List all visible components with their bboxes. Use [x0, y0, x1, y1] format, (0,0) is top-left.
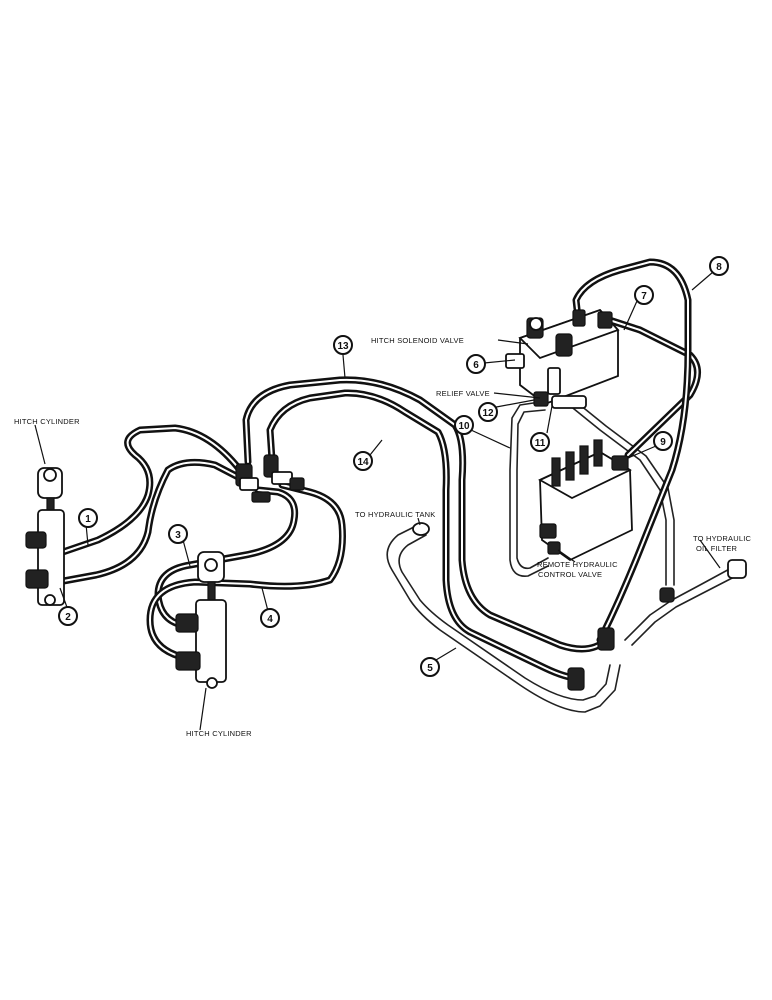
tank-port-fitting [412, 522, 430, 536]
label-to-hydraulic-tank: TO HYDRAULIC TANK [355, 510, 436, 519]
label-relief-valve: RELIEF VALVE [436, 389, 490, 398]
callout-2: 2 [58, 606, 78, 626]
svg-text:3: 3 [175, 530, 181, 541]
remote-control-valve [538, 439, 633, 562]
hose-13 [242, 376, 610, 653]
callout-6: 6 [466, 354, 486, 374]
svg-text:13: 13 [337, 341, 349, 352]
label-remote-control-valve-2: CONTROL VALVE [538, 570, 602, 579]
oil-filter-fitting [727, 559, 747, 579]
callout-9: 9 [653, 431, 673, 451]
svg-text:14: 14 [357, 457, 369, 468]
callout-5: 5 [420, 657, 440, 677]
callout-3: 3 [168, 524, 188, 544]
svg-text:5: 5 [427, 663, 433, 674]
tee-fitting-left [235, 463, 271, 503]
svg-text:8: 8 [716, 262, 722, 273]
hose-3 [154, 486, 299, 629]
callout-1: 1 [78, 508, 98, 528]
label-hitch-cylinder-left: HITCH CYLINDER [14, 417, 80, 426]
hose-end-fittings [567, 627, 615, 691]
callout-11: 11 [530, 432, 550, 452]
tee-fitting-right [263, 454, 305, 491]
svg-text:4: 4 [267, 614, 273, 625]
label-remote-control-valve-1: REMOTE HYDRAULIC [537, 560, 618, 569]
leader-lines [34, 271, 721, 731]
hitch-cylinder-bottom [175, 551, 227, 689]
hose-14 [266, 389, 582, 682]
hose-4 [146, 481, 346, 662]
label-hitch-cylinder-bottom: HITCH CYLINDER [186, 729, 252, 738]
callout-7: 7 [634, 285, 654, 305]
svg-text:2: 2 [65, 612, 71, 623]
label-hitch-solenoid-valve: HITCH SOLENOID VALVE [371, 336, 464, 345]
svg-text:7: 7 [641, 291, 647, 302]
relief-drain-tube [557, 391, 675, 586]
oil-filter-tube [624, 565, 739, 646]
svg-text:6: 6 [473, 360, 479, 371]
callout-12: 12 [478, 402, 498, 422]
tube-clamp [659, 587, 675, 603]
callout-8: 8 [709, 256, 729, 276]
callout-4: 4 [260, 608, 280, 628]
hose-2 [54, 458, 244, 586]
svg-text:1: 1 [85, 514, 91, 525]
svg-text:9: 9 [660, 437, 666, 448]
callout-10: 10 [454, 415, 474, 435]
callout-14: 14 [353, 451, 373, 471]
label-to-hydraulic-oil-filter-1: TO HYDRAULIC [693, 534, 751, 543]
return-line-10 [509, 401, 549, 577]
callout-13: 13 [333, 335, 353, 355]
label-to-hydraulic-oil-filter-2: OIL FILTER [696, 544, 738, 553]
hitch-valve-block [505, 308, 620, 409]
tank-return-tube [386, 524, 621, 713]
hitch-cylinder-left [25, 467, 65, 606]
svg-text:10: 10 [458, 421, 470, 432]
svg-text:12: 12 [482, 408, 494, 419]
hose-1 [56, 424, 244, 557]
hose-8 [572, 258, 692, 644]
svg-text:11: 11 [535, 438, 546, 449]
